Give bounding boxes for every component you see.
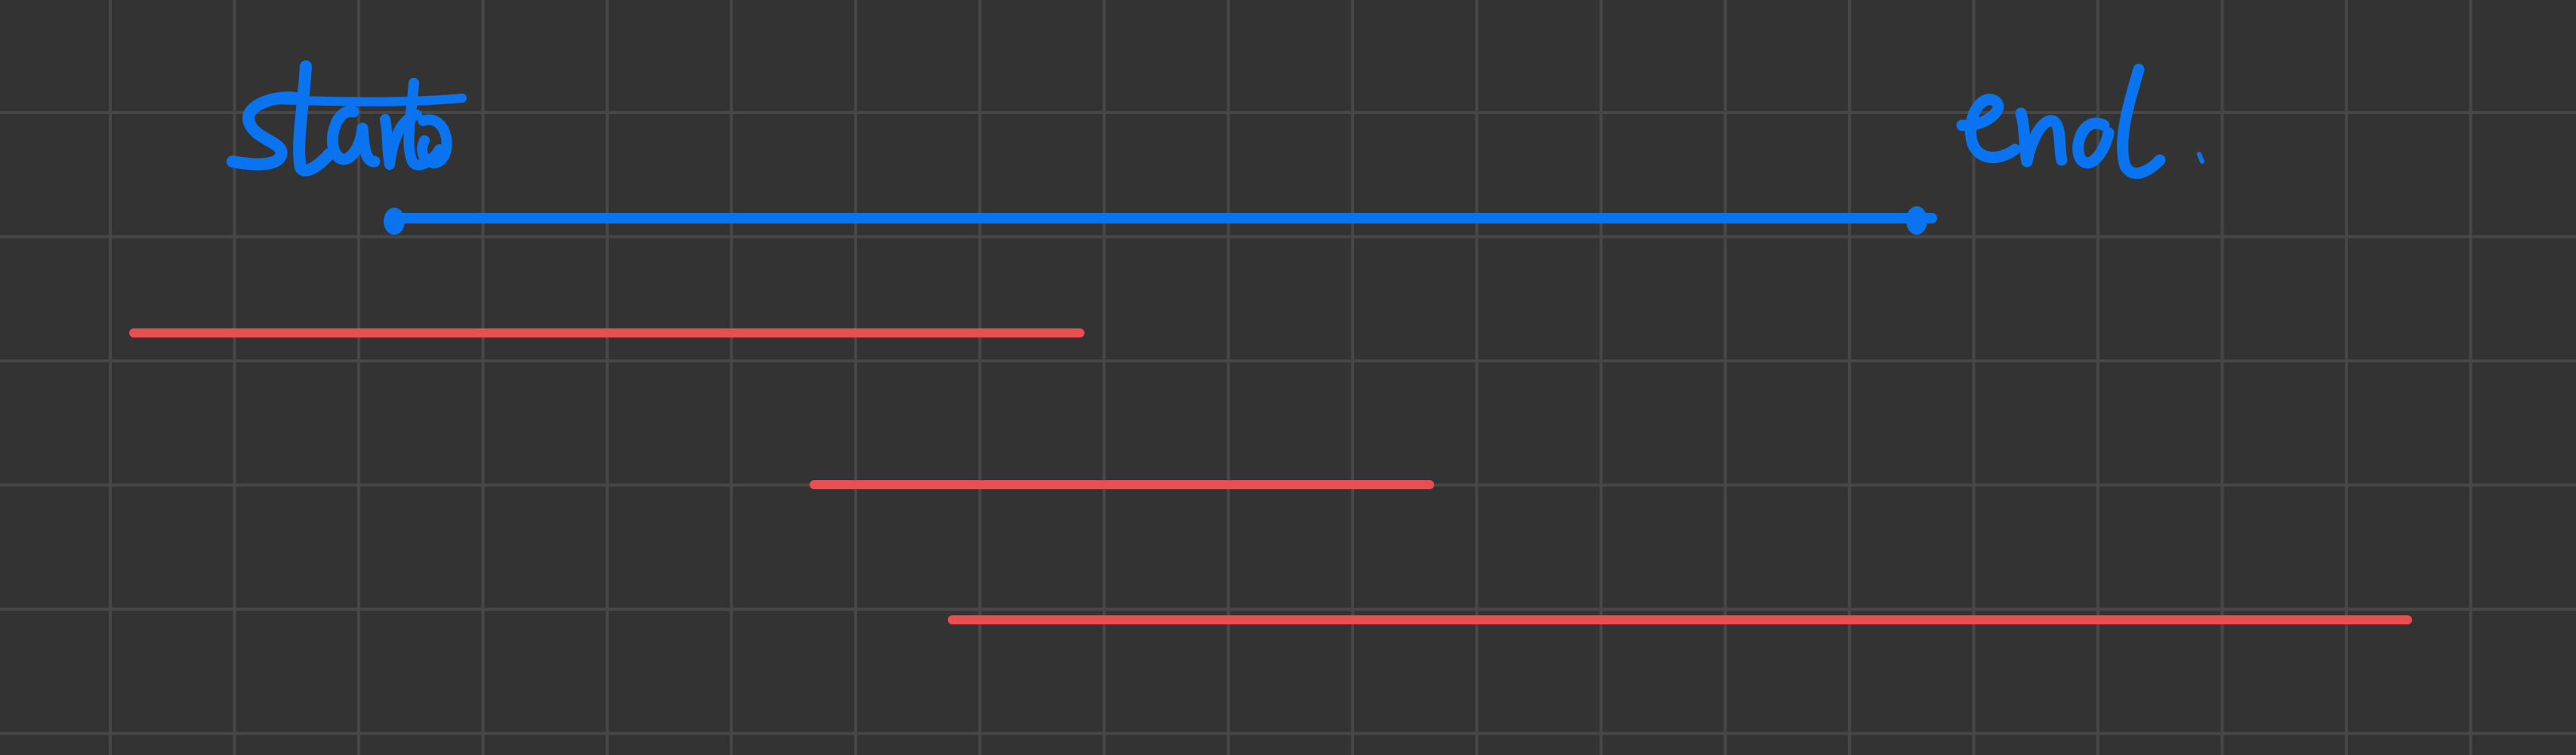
timeline[interactable] [384, 206, 1937, 235]
timeline-end-dot[interactable] [1906, 206, 1927, 235]
end-stroke-n [2015, 107, 2068, 168]
start-stroke-o [417, 114, 452, 168]
start-stroke-crossbar [267, 94, 467, 106]
start-stroke-s [227, 91, 302, 171]
red-segments [129, 328, 2412, 624]
handwritten-start-label[interactable]: start [227, 60, 467, 177]
start-stroke-t1 [293, 60, 335, 177]
timeline-start-dot[interactable] [384, 208, 405, 235]
start-stroke-a [326, 106, 381, 168]
handwritten-end-label[interactable]: end [1956, 63, 2204, 179]
end-stroke-e [1956, 94, 2021, 163]
end-stroke-d [2072, 63, 2166, 179]
end-stroke-dot [2197, 152, 2204, 164]
